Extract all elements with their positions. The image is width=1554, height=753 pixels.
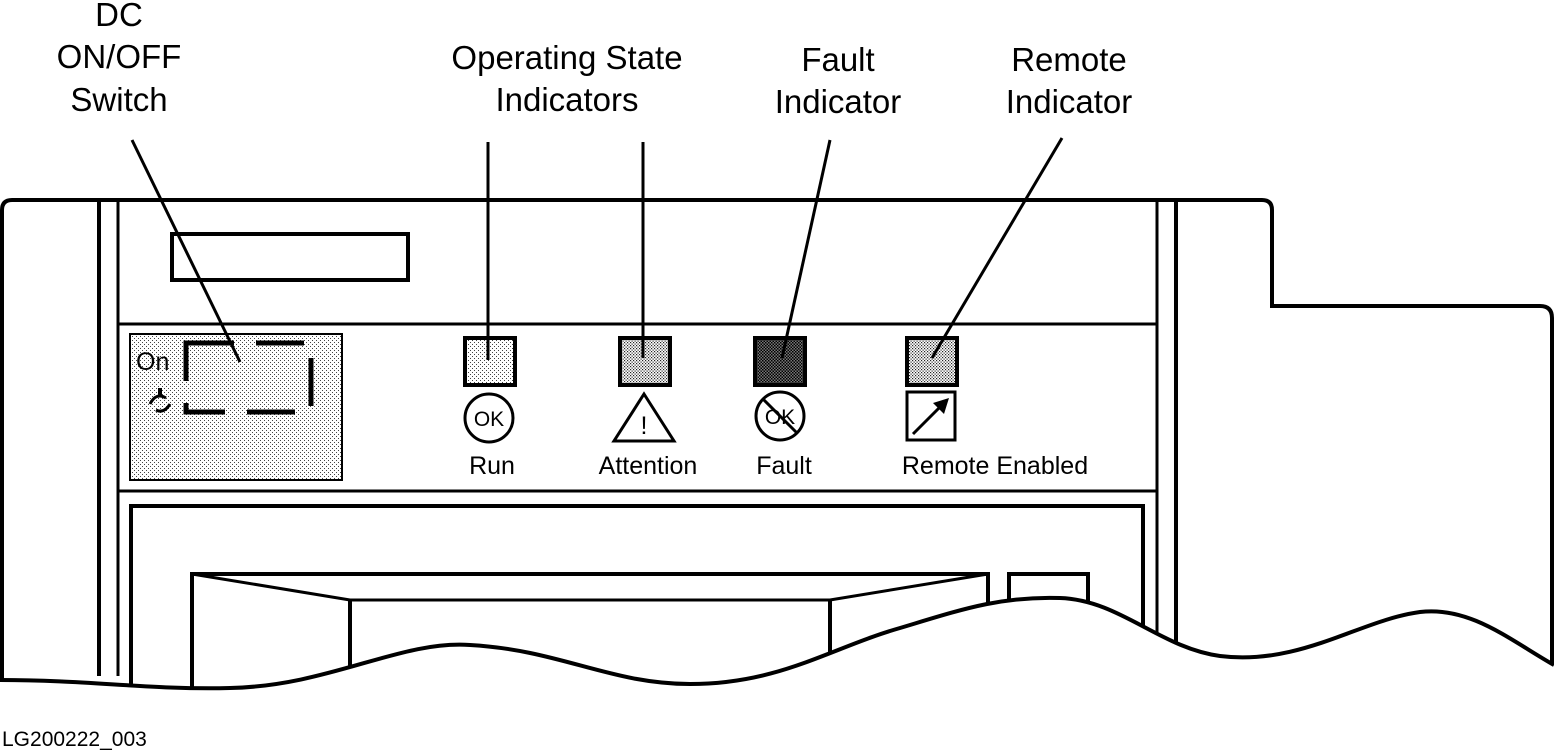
callout-remote-line-1: Remote (1011, 41, 1127, 78)
leader-lines (130, 137, 1064, 363)
callout-operating-line-1: Operating State (451, 39, 682, 76)
callout-remote: Remote Indicator (1006, 41, 1133, 120)
run-icon-text: OK (474, 408, 504, 431)
callout-dc-line-3: Switch (70, 81, 167, 118)
dc-on-off-switch[interactable] (183, 340, 314, 415)
drive-tray-bevel (191, 572, 989, 602)
callout-fault: Fault Indicator (775, 41, 902, 120)
break-line (0, 597, 1554, 753)
callout-dc-line-1: DC (95, 0, 143, 33)
figure-id: LG200222_003 (2, 728, 147, 751)
callout-remote-line-2: Indicator (1006, 83, 1133, 120)
callout-fault-line-2: Indicator (775, 83, 902, 120)
run-label: Run (469, 452, 515, 480)
remote-arrow-icon (905, 390, 957, 442)
fault-label: Fault (756, 452, 812, 480)
chassis-outline (0, 198, 1554, 680)
label-slot (170, 232, 410, 282)
power-cycle-icon (148, 388, 172, 413)
callout-dc-line-2: ON/OFF (57, 38, 182, 75)
run-lamp (463, 336, 517, 387)
attention-icon-text: ! (641, 412, 648, 440)
remote-enabled-label: Remote Enabled (902, 452, 1088, 480)
warning-triangle-icon: ! (611, 391, 677, 443)
callout-dc-switch: DC ON/OFF Switch (57, 0, 182, 118)
callout-operating-line-2: Indicators (495, 81, 638, 118)
attention-label: Attention (599, 452, 698, 480)
switch-on-label: On (136, 348, 169, 376)
callout-operating-state: Operating State Indicators (451, 39, 682, 118)
remote-lamp (905, 336, 959, 387)
ok-circle-icon: OK (463, 392, 515, 444)
attention-lamp (618, 336, 672, 387)
callout-fault-line-1: Fault (801, 41, 874, 78)
fault-lamp (753, 336, 807, 387)
fault-ok-crossed-icon: OK (754, 390, 806, 442)
break-line-stroke (0, 595, 1554, 691)
